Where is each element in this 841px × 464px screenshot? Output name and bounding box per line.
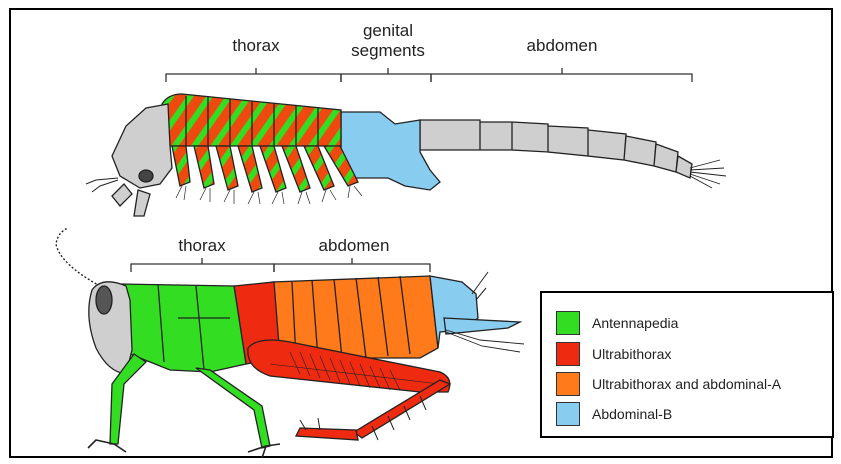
upper-abdomen-segments	[420, 120, 692, 178]
lower-insect	[56, 228, 524, 458]
legend-label: Ultrabithorax and abdominal-A	[592, 376, 781, 392]
genital-segments-label-line2: segments	[340, 42, 436, 60]
legend: Antennapedia Ultrabithorax Ultrabithorax…	[540, 291, 834, 438]
upper-thorax-label: thorax	[216, 37, 296, 55]
upper-legs	[172, 146, 358, 192]
legend-label: Antennapedia	[592, 315, 678, 331]
legend-item-antennapedia: Antennapedia	[556, 311, 678, 335]
lower-abdomen-label: abdomen	[304, 237, 404, 255]
legend-item-ubx-abda: Ultrabithorax and abdominal-A	[556, 372, 781, 396]
lower-eye	[96, 286, 112, 314]
upper-mouthparts	[112, 184, 150, 216]
legend-swatch	[556, 342, 580, 366]
legend-label: Abdominal-B	[592, 406, 672, 422]
legend-item-ultrabithorax: Ultrabithorax	[556, 342, 671, 366]
upper-thorax-bracket	[166, 68, 341, 82]
legend-item-abdominal-b: Abdominal-B	[556, 402, 672, 426]
lower-ovipositor	[444, 318, 520, 334]
lower-antenna	[56, 228, 100, 286]
upper-abdomen-bracket	[431, 68, 692, 82]
lower-abdomen-bracket	[274, 258, 430, 272]
legend-swatch	[556, 372, 580, 396]
lower-middle-leg	[196, 368, 270, 448]
lower-cerci	[446, 330, 524, 352]
upper-antennae	[86, 178, 118, 192]
upper-eye	[139, 170, 153, 182]
legend-swatch	[556, 402, 580, 426]
legend-swatch	[556, 311, 580, 335]
genital-segments-label-line1: genital	[340, 22, 436, 40]
lower-thorax-label: thorax	[162, 237, 242, 255]
upper-cerci	[690, 160, 726, 188]
upper-abdomen-label: abdomen	[512, 37, 612, 55]
upper-genital-bracket	[341, 68, 431, 82]
lower-thorax-bracket	[131, 258, 274, 272]
upper-insect	[86, 94, 726, 216]
legend-label: Ultrabithorax	[592, 346, 671, 362]
